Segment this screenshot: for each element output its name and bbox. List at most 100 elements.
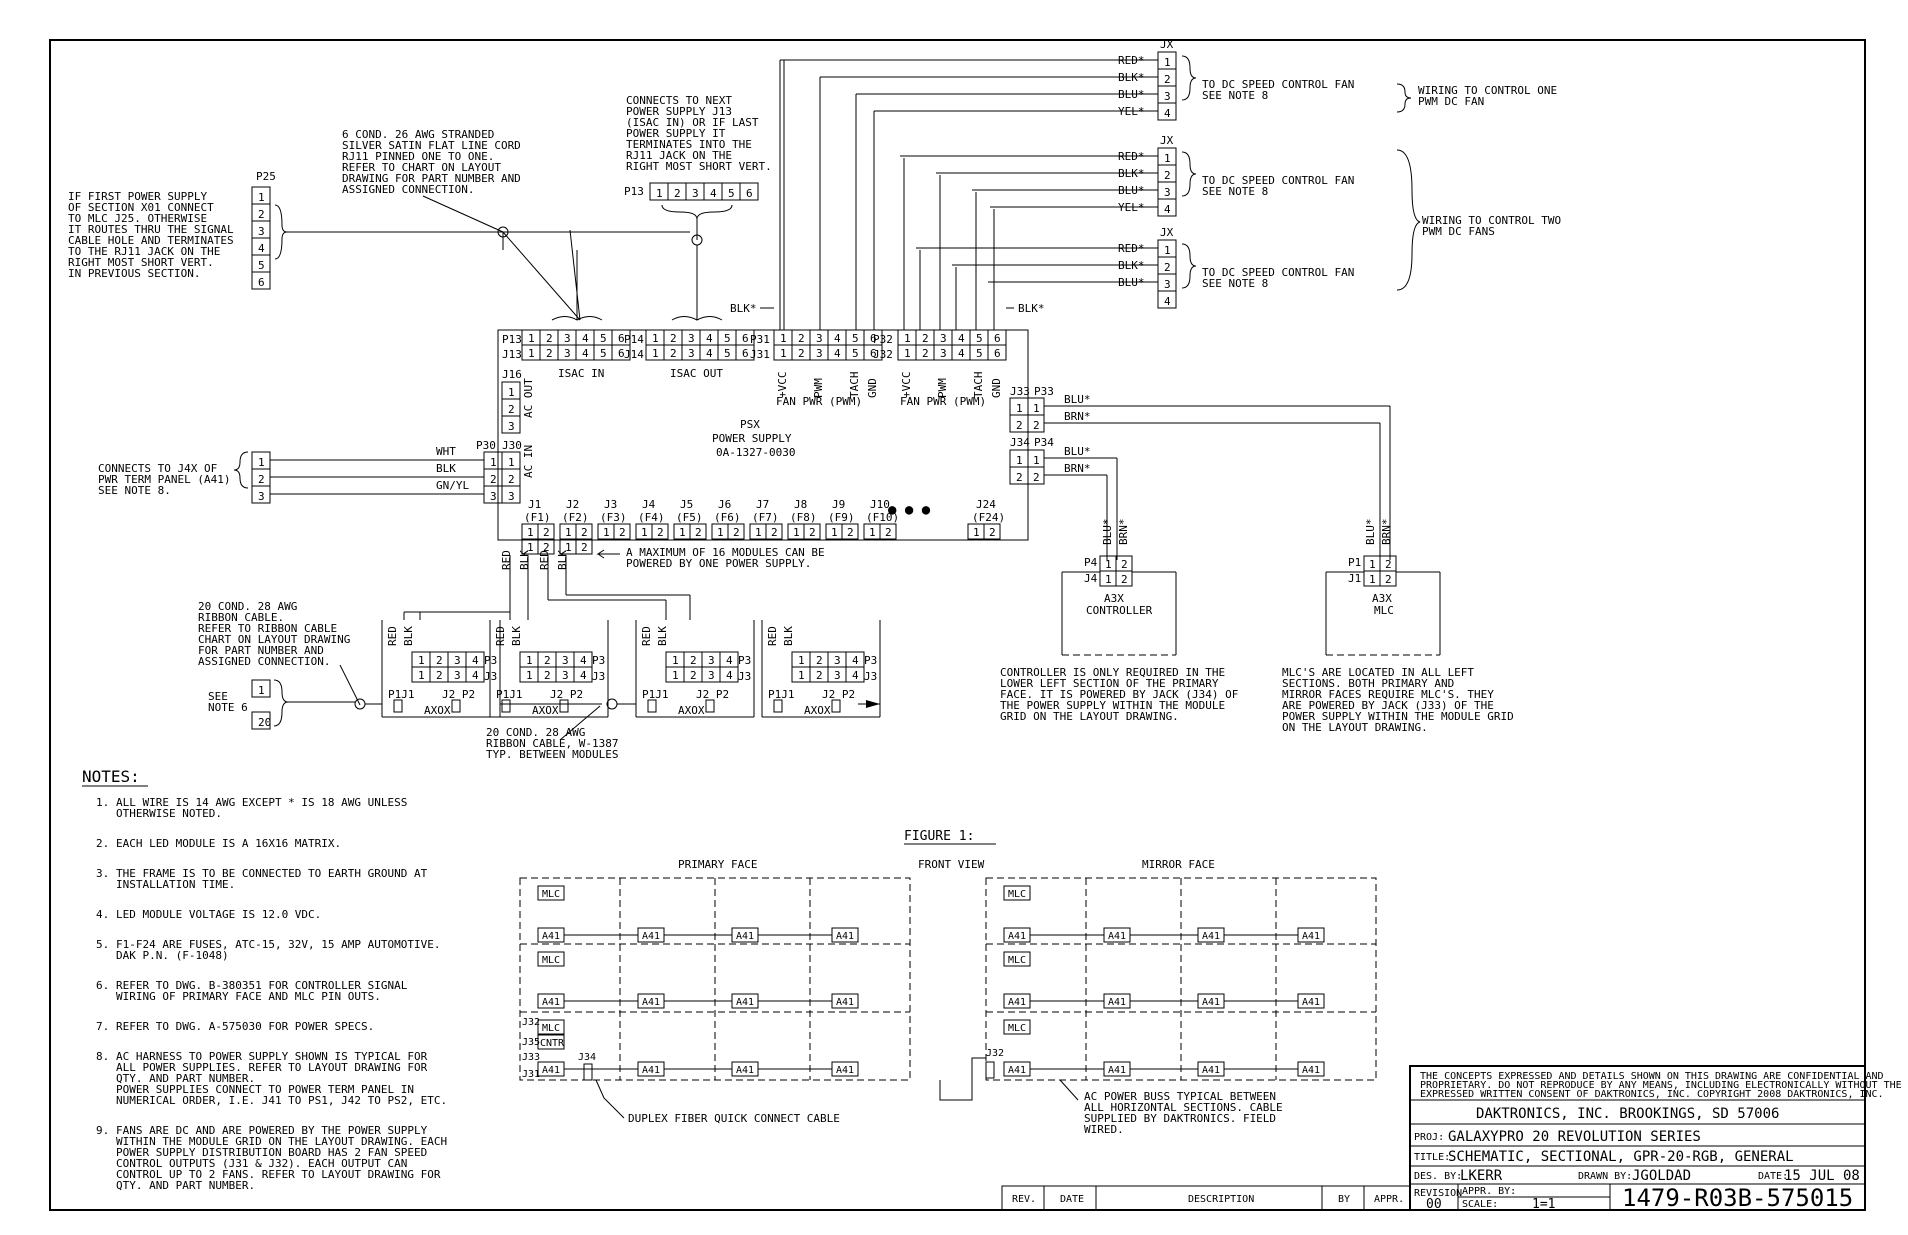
a41-label: A41 [1302,997,1320,1008]
pin [987,344,1007,361]
fuse-f-label: (F24) [972,511,1005,524]
pin [879,523,897,540]
pin-number: 6 [258,276,265,289]
p4-label: P4 [1084,556,1098,569]
wire-label: RED [500,550,513,570]
fan32-pin-label: GND [990,378,1003,398]
pin-number: 1 [1105,573,1112,586]
psx-name: PSX [740,418,760,431]
wire [1059,1079,1079,1101]
pin [501,485,521,504]
pin-number: 2 [771,526,778,539]
see-note6-line: SEE [208,690,228,703]
pin-number: 3 [834,669,841,682]
pin-number: 1 [1164,56,1171,69]
pin [611,344,631,361]
max-modules-line: POWERED BY ONE POWER SUPPLY. [626,557,811,570]
fan-brace [1181,151,1197,197]
pin-number: 1 [526,654,533,667]
pin-number: 2 [1164,169,1171,182]
pin-number: 4 [1164,295,1171,308]
svg-text:J31: J31 [750,348,770,361]
first-ps-note-line: IT ROUTES THRU THE SIGNAL [68,223,234,236]
pin-number: 6 [618,332,625,345]
pin-number: 3 [816,347,823,360]
pin-number: 1 [755,526,762,539]
pin-number: 3 [1164,90,1171,103]
fuse-j-label: J1 [528,498,541,511]
mlc-label: MLC [1008,889,1026,900]
a41-label: A41 [736,931,754,942]
pin-number: 3 [940,332,947,345]
box [647,699,657,713]
first-ps-note-line: OF SECTION X01 CONNECT [68,201,214,214]
note-text: WIRING OF PRIMARY FACE AND MLC PIN OUTS. [116,990,381,1003]
wire-label: BLU* [1101,519,1114,546]
pin-number: 1 [508,386,515,399]
ribbon-bottom-line: 20 COND. 28 AWG [486,726,585,739]
note-number: 3. [96,867,109,880]
note-text: ALL WIRE IS 14 AWG EXCEPT * IS 18 AWG UN… [116,796,407,809]
pin [537,538,555,555]
pin [735,344,755,361]
mirror-j32-box [985,1061,995,1079]
j4x-note-line: SEE NOTE 8. [98,484,171,497]
pin-number: 1 [904,347,911,360]
note-text: FANS ARE DC AND ARE POWERED BY THE POWER… [116,1124,428,1137]
pin-number: 4 [706,332,713,345]
pin-number: 1 [1016,402,1023,415]
a3x-label: A3X [1372,592,1392,605]
pin-number: 3 [708,654,715,667]
ribbon-bottom-line: RIBBON CABLE, W-1387 [486,737,618,750]
pin-number: 1 [973,526,980,539]
blk-stub-label: BLK* [730,302,757,315]
pin-number: 3 [688,347,695,360]
a3x-label: A3X [1104,592,1124,605]
a41-label: A41 [1008,931,1026,942]
pin-number: 3 [564,347,571,360]
drawing-number: 1479-R03B-575015 [1622,1184,1853,1212]
svg-text:P30: P30 [476,439,496,452]
fig-j32: J32 [522,1017,540,1028]
first-ps-note-line: IN PREVIOUS SECTION. [68,267,200,280]
pin-number: 2 [690,654,697,667]
ribbon-bottom-line: TYP. BETWEEN MODULES [486,748,618,761]
note-number: 5. [96,938,109,951]
note-text: EACH LED MODULE IS A 16X16 MATRIX. [116,837,341,850]
pin-number: 1 [672,669,679,682]
mlc-note-line: SECTIONS. BOTH PRIMARY AND [1282,677,1454,690]
svg-text:J34: J34 [1010,436,1030,449]
note-number: 6. [96,979,109,992]
a41-label: A41 [736,1065,754,1076]
a41-label: A41 [1302,931,1320,942]
pin-number: 2 [436,654,443,667]
wire-label: BLK [402,626,415,646]
controller-label: CONTROLLER [1086,604,1153,617]
ac-wire-label: BLK [436,462,456,475]
fuse-f-label: (F2) [562,511,589,524]
pin-number: 2 [1121,558,1128,571]
duplex-label: DUPLEX FIBER QUICK CONNECT CABLE [628,1112,840,1125]
note-text: QTY. AND PART NUMBER. [116,1072,255,1085]
pin-number: 1 [258,191,265,204]
note-text: QTY. AND PART NUMBER. [116,1179,255,1192]
fuse-f-label: (F1) [524,511,551,524]
p3-label: P3 [592,654,605,667]
pin [739,182,759,201]
j2p2-label: J2 P2 [696,688,729,701]
mlc-label: MLC [542,955,560,966]
note-text: REFER TO DWG. B-380351 FOR CONTROLLER SI… [116,979,408,992]
controller-note-line: LOWER LEFT SECTION OF THE PRIMARY [1000,677,1219,690]
rev-col-4: APPR. [1374,1194,1404,1205]
controller-note-line: CONTROLLER IS ONLY REQUIRED IN THE [1000,666,1225,679]
note-text: F1-F24 ARE FUSES, ATC-15, 32V, 15 AMP AU… [116,938,441,951]
pin-number: 2 [690,669,697,682]
mlc-box [537,885,565,901]
pin-number: 5 [728,187,735,200]
a41-label: A41 [542,1065,560,1076]
note-number: 1. [96,796,109,809]
pin [573,666,593,683]
ac-buss-line: WIRED. [1084,1123,1124,1136]
